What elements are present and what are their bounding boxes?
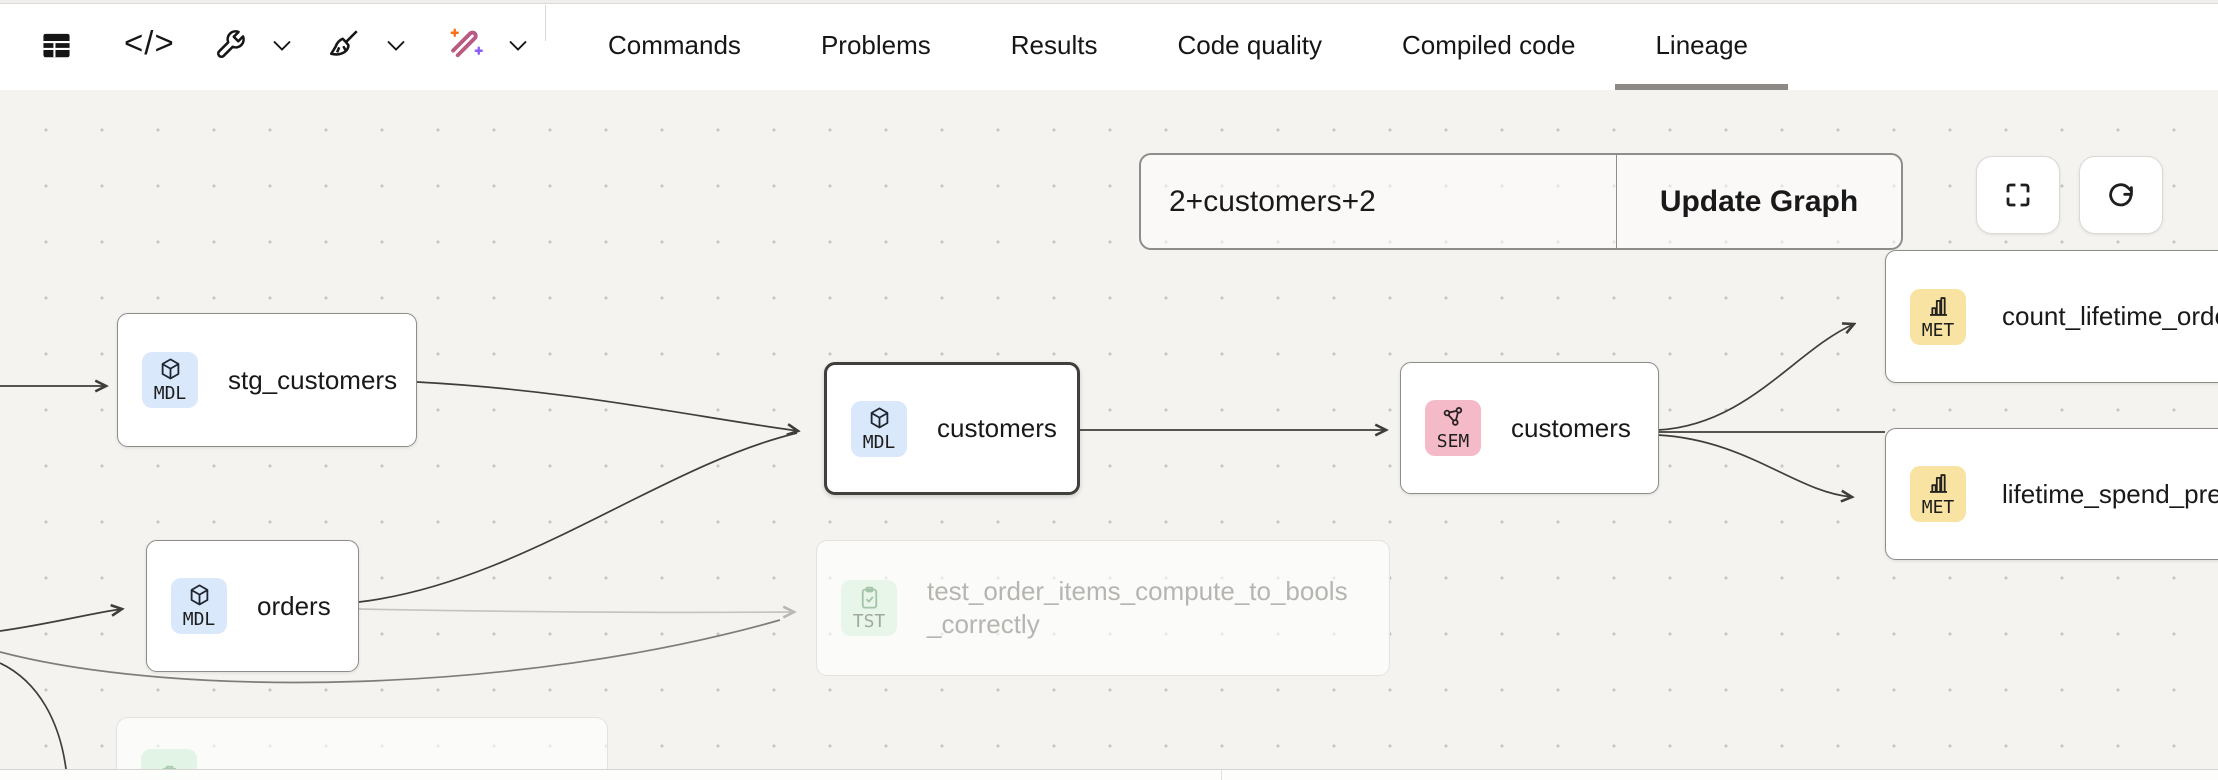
node-customers-semantic[interactable]: SEM customers xyxy=(1400,362,1659,494)
node-label: orders xyxy=(257,590,331,621)
wrench-icon[interactable] xyxy=(212,27,248,63)
table-icon[interactable] xyxy=(40,29,73,62)
cube-icon xyxy=(870,406,888,428)
node-label-line1: test_order_items_compute_to_bools xyxy=(927,576,1348,606)
bar-chart-icon xyxy=(1929,474,1947,493)
refresh-icon xyxy=(2109,183,2133,207)
graph-filter-input[interactable] xyxy=(1141,155,1616,248)
node-orders[interactable]: MDL orders xyxy=(146,540,359,672)
mdl-badge: MDL xyxy=(171,578,227,634)
refresh-button[interactable] xyxy=(2079,156,2163,234)
badge-type-label: MET xyxy=(1921,319,1955,341)
cube-icon xyxy=(190,584,208,606)
sem-badge: SEM xyxy=(1425,400,1481,456)
node-customers-model[interactable]: MDL customers xyxy=(824,362,1080,495)
chevron-down-icon[interactable] xyxy=(272,39,292,53)
mdl-badge: MDL xyxy=(142,352,198,408)
tst-badge: TST xyxy=(841,580,897,636)
badge-type-label: MDL xyxy=(182,609,216,630)
node-label-line2: _correctly xyxy=(927,609,1040,639)
node-label: customers xyxy=(1511,412,1631,443)
mdl-badge: MDL xyxy=(851,400,907,457)
node-label: stg_customers xyxy=(228,364,398,395)
tab-compiled-code[interactable]: Compiled code xyxy=(1402,29,1576,60)
badge-type-label: MET xyxy=(1921,497,1955,518)
share-nodes-icon xyxy=(1443,407,1462,426)
badge-type-label: MDL xyxy=(862,431,896,453)
node-stg-customers[interactable]: MDL stg_customers xyxy=(117,313,417,447)
clipboard-check-icon xyxy=(861,586,877,609)
tab-code-quality[interactable]: Code quality xyxy=(1177,29,1323,60)
graph-filter-control: Update Graph xyxy=(1139,153,1903,250)
fullscreen-button[interactable] xyxy=(1976,156,2060,234)
node-label: customers xyxy=(937,413,1057,443)
tab-lineage[interactable]: Lineage xyxy=(1615,0,1788,90)
node-count-lifetime-orders[interactable]: MET count_lifetime_order xyxy=(1885,250,2218,383)
tab-commands[interactable]: Commands xyxy=(608,29,741,60)
badge-type-label: SEM xyxy=(1436,431,1470,452)
fullscreen-icon xyxy=(2006,183,2030,207)
toolbar-divider xyxy=(545,5,546,41)
panel-header: </> Commands Problems Resu xyxy=(0,0,2218,90)
node-test-order-items[interactable]: TST test_order_items_compute_to_bools _c… xyxy=(816,540,1390,676)
node-label: count_lifetime_order xyxy=(2002,301,2218,331)
broom-icon[interactable] xyxy=(326,26,362,62)
tab-results[interactable]: Results xyxy=(1010,29,1098,60)
met-badge: MET xyxy=(1910,466,1966,522)
bottom-panel-edge xyxy=(0,769,2218,780)
badge-type-label: TST xyxy=(852,611,886,632)
update-graph-button[interactable]: Update Graph xyxy=(1617,155,1901,248)
bottom-divider xyxy=(1221,770,1222,780)
chevron-down-icon[interactable] xyxy=(508,39,528,53)
code-icon[interactable]: </> xyxy=(124,24,175,61)
met-badge: MET xyxy=(1910,288,1966,345)
tab-bar: Commands Problems Results Code quality C… xyxy=(568,0,1788,90)
node-lifetime-spend-pretax[interactable]: MET lifetime_spend_preta xyxy=(1885,428,2218,560)
magic-wand-icon[interactable] xyxy=(448,26,484,62)
cube-icon xyxy=(161,358,179,380)
node-label: test_order_items_compute_to_bools _corre… xyxy=(927,575,1348,641)
chevron-down-icon[interactable] xyxy=(386,39,406,53)
bar-chart-icon xyxy=(1929,296,1947,316)
control-divider xyxy=(1615,155,1617,248)
badge-type-label: MDL xyxy=(153,383,187,404)
header-top-edge xyxy=(0,0,2218,4)
tab-problems[interactable]: Problems xyxy=(820,29,931,60)
node-label: lifetime_spend_preta xyxy=(2002,478,2218,509)
